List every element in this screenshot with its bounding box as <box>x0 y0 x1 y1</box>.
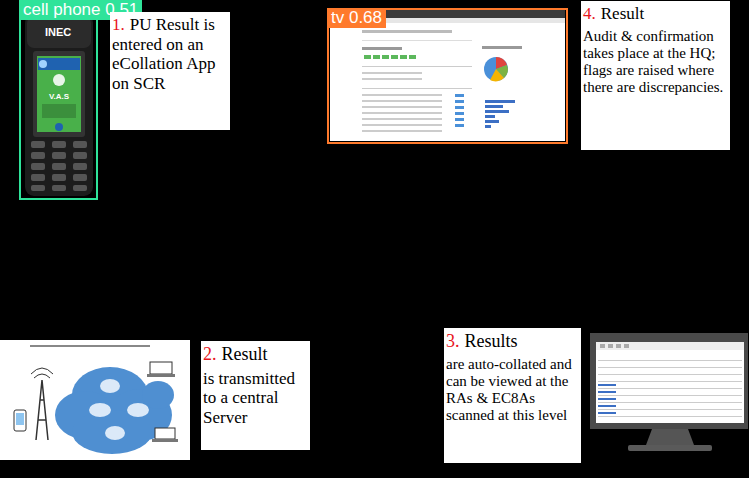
step-title: Result <box>222 344 268 364</box>
screen-label: V.A.S <box>49 92 69 101</box>
step-number: 4. <box>583 4 596 23</box>
step-box: 4. ResultAudit & confirmation takes place… <box>581 1 730 150</box>
step-title: Results <box>465 331 518 351</box>
step-number: 2. <box>203 344 217 364</box>
network-illustration <box>0 340 190 460</box>
step-text: are auto-collated and can be viewed at t… <box>446 356 577 425</box>
detection-label: tv 0.68 <box>327 8 386 28</box>
step-text: Audit & confirmation takes place at the … <box>583 28 726 97</box>
screenshot-illustration <box>330 10 565 141</box>
brand-label: INEC <box>45 26 71 38</box>
detection-box: tv 0.68 <box>327 8 568 144</box>
step-heading: 1.PU Result is entered on an eCollation … <box>112 15 226 93</box>
phone-illustration <box>25 14 93 196</box>
step-heading: 4. Result <box>583 4 726 24</box>
step-text: PU Result is entered on an eCollation Ap… <box>112 15 215 93</box>
step-number: 3. <box>446 331 460 351</box>
step-text: is transmitted to a central Server <box>203 369 306 428</box>
step-heading: 2.Result <box>203 344 306 365</box>
step-box: 1.PU Result is entered on an eCollation … <box>110 12 230 130</box>
step-number: 1. <box>112 15 125 34</box>
step-heading: 3.Results <box>446 331 577 352</box>
step-box: 2.Result is transmitted to a central Serv… <box>201 341 310 450</box>
step-box: 3.Results are auto-collated and can be vi… <box>444 328 581 463</box>
step-title: Result <box>601 4 644 23</box>
monitor-illustration <box>590 333 748 451</box>
